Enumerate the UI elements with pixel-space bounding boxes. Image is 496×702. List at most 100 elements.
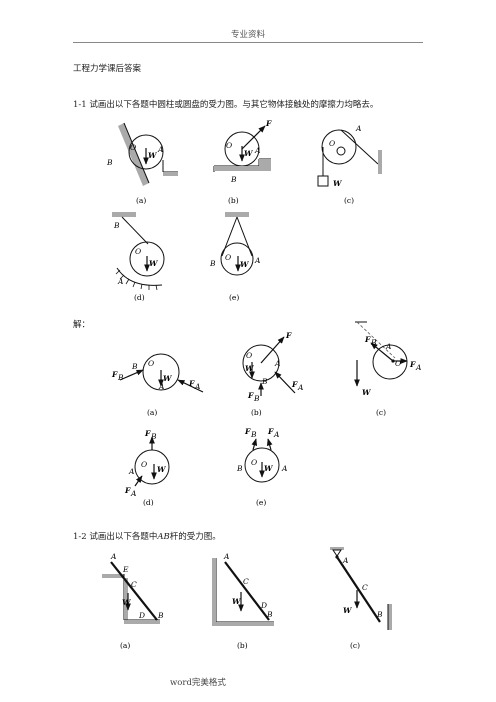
label-W: W [240, 260, 250, 269]
inner-wall [124, 578, 128, 620]
svg-text:O: O [141, 460, 147, 469]
fig-1-1-c: A O W (c) [317, 124, 382, 205]
label-W: W [149, 259, 159, 268]
svg-text:F: F [244, 427, 251, 436]
label-O: O [135, 247, 141, 256]
caption-d: (d) [134, 293, 145, 302]
svg-text:A: A [273, 430, 280, 439]
svg-text:F: F [267, 427, 274, 436]
label-W: W [148, 151, 158, 160]
doc-title: 工程力学课后答案 [73, 64, 142, 74]
svg-text:O: O [251, 458, 257, 467]
svg-text:C: C [131, 580, 137, 589]
pin [336, 146, 346, 156]
svg-text:A: A [281, 464, 288, 473]
incline-wall [118, 123, 149, 186]
disk [321, 129, 357, 165]
label-O: O [130, 143, 136, 152]
svg-text:B: B [253, 394, 260, 403]
force-FA-arrow [177, 379, 204, 393]
svg-text:A: A [128, 467, 135, 476]
problem-2-statement: 1-2 试画出以下各题中AB杆的受力图。 [73, 530, 221, 542]
svg-text:(b): (b) [237, 641, 248, 650]
fig-1-1-b: F O W A B (b) [213, 119, 272, 205]
sol-b: F O W A B F A F B (b) [242, 331, 304, 417]
svg-text:W: W [122, 598, 132, 607]
svg-text:W: W [245, 364, 255, 373]
svg-text:(e): (e) [256, 498, 266, 507]
label-A: A [117, 277, 124, 286]
hanging-block [317, 175, 329, 187]
svg-text:A: A [194, 382, 201, 391]
svg-text:A: A [130, 489, 137, 498]
svg-text:F: F [111, 370, 118, 379]
label-A: A [254, 146, 261, 155]
svg-text:W: W [232, 597, 242, 606]
fig-1-1-e: O W B A (e) [209, 212, 261, 302]
problem-2-prefix: 1-2 试画出以下各题中 [73, 532, 158, 542]
svg-text:W: W [264, 464, 274, 473]
disk [220, 242, 254, 276]
svg-text:W: W [157, 465, 167, 474]
bar-AB [336, 556, 381, 623]
pin-support-base [330, 547, 344, 550]
label-F: F [265, 119, 272, 128]
label-B: B [113, 221, 120, 230]
cylinder [128, 134, 164, 170]
svg-text:(d): (d) [143, 498, 154, 507]
svg-text:B: B [131, 362, 138, 371]
force-FA-arrow [266, 438, 273, 451]
problem-2-suffix: 杆的受力图。 [169, 532, 221, 542]
force-F-arrow [241, 125, 266, 150]
svg-text:F: F [144, 429, 151, 438]
svg-text:B: B [250, 430, 257, 439]
svg-text:F: F [364, 335, 371, 344]
rope-B [121, 216, 149, 245]
problem-1-statement: 1-1 试画出以下各题中圆柱或圆盘的受力图。与其它物体接触处的摩擦力均略去。 [73, 100, 379, 110]
sol-c: F B A O F A W (c) [354, 321, 422, 417]
label-O: O [225, 253, 231, 262]
floor [212, 622, 274, 626]
fig-1-1-a: O W A B (a) [106, 122, 178, 205]
ledge [102, 574, 124, 578]
cylinder [129, 241, 165, 277]
svg-text:O: O [148, 359, 154, 368]
svg-text:D: D [138, 611, 145, 620]
caption-a: (a) [136, 196, 146, 205]
svg-text:(c): (c) [350, 641, 360, 650]
svg-text:(c): (c) [376, 408, 386, 417]
header-divider [73, 42, 423, 43]
svg-text:B: B [261, 377, 268, 386]
bar-AB [224, 561, 270, 621]
svg-text:F: F [124, 486, 131, 495]
svg-text:B: B [117, 373, 124, 382]
svg-text:D: D [260, 601, 267, 610]
force-FB-arrow [370, 342, 394, 362]
force-FA-arrow [134, 475, 143, 487]
fig-1-2-a: A E C W D B (a) [102, 552, 164, 650]
svg-text:F: F [291, 380, 298, 389]
floor [124, 620, 160, 624]
svg-text:F: F [285, 331, 292, 340]
step-block [259, 159, 271, 166]
svg-text:C: C [362, 583, 368, 592]
svg-text:C: C [243, 577, 249, 586]
ceiling [112, 212, 136, 217]
svg-text:A: A [415, 363, 422, 372]
svg-text:O: O [395, 359, 401, 368]
right-wall [388, 604, 392, 630]
svg-text:A: A [158, 382, 165, 391]
label-W: W [244, 149, 254, 158]
svg-text:F: F [188, 379, 195, 388]
page-header: 专业资料 [230, 30, 265, 40]
pin-support [332, 549, 342, 557]
bar-AB [110, 561, 158, 621]
svg-text:B: B [266, 610, 273, 619]
label-B: B [230, 175, 237, 184]
sol-e: F B F A O W B A (e) [236, 427, 288, 507]
label-A: A [355, 124, 362, 133]
svg-text:(a): (a) [147, 408, 157, 417]
caption-c: (c) [344, 196, 354, 205]
label-O: O [226, 141, 232, 150]
